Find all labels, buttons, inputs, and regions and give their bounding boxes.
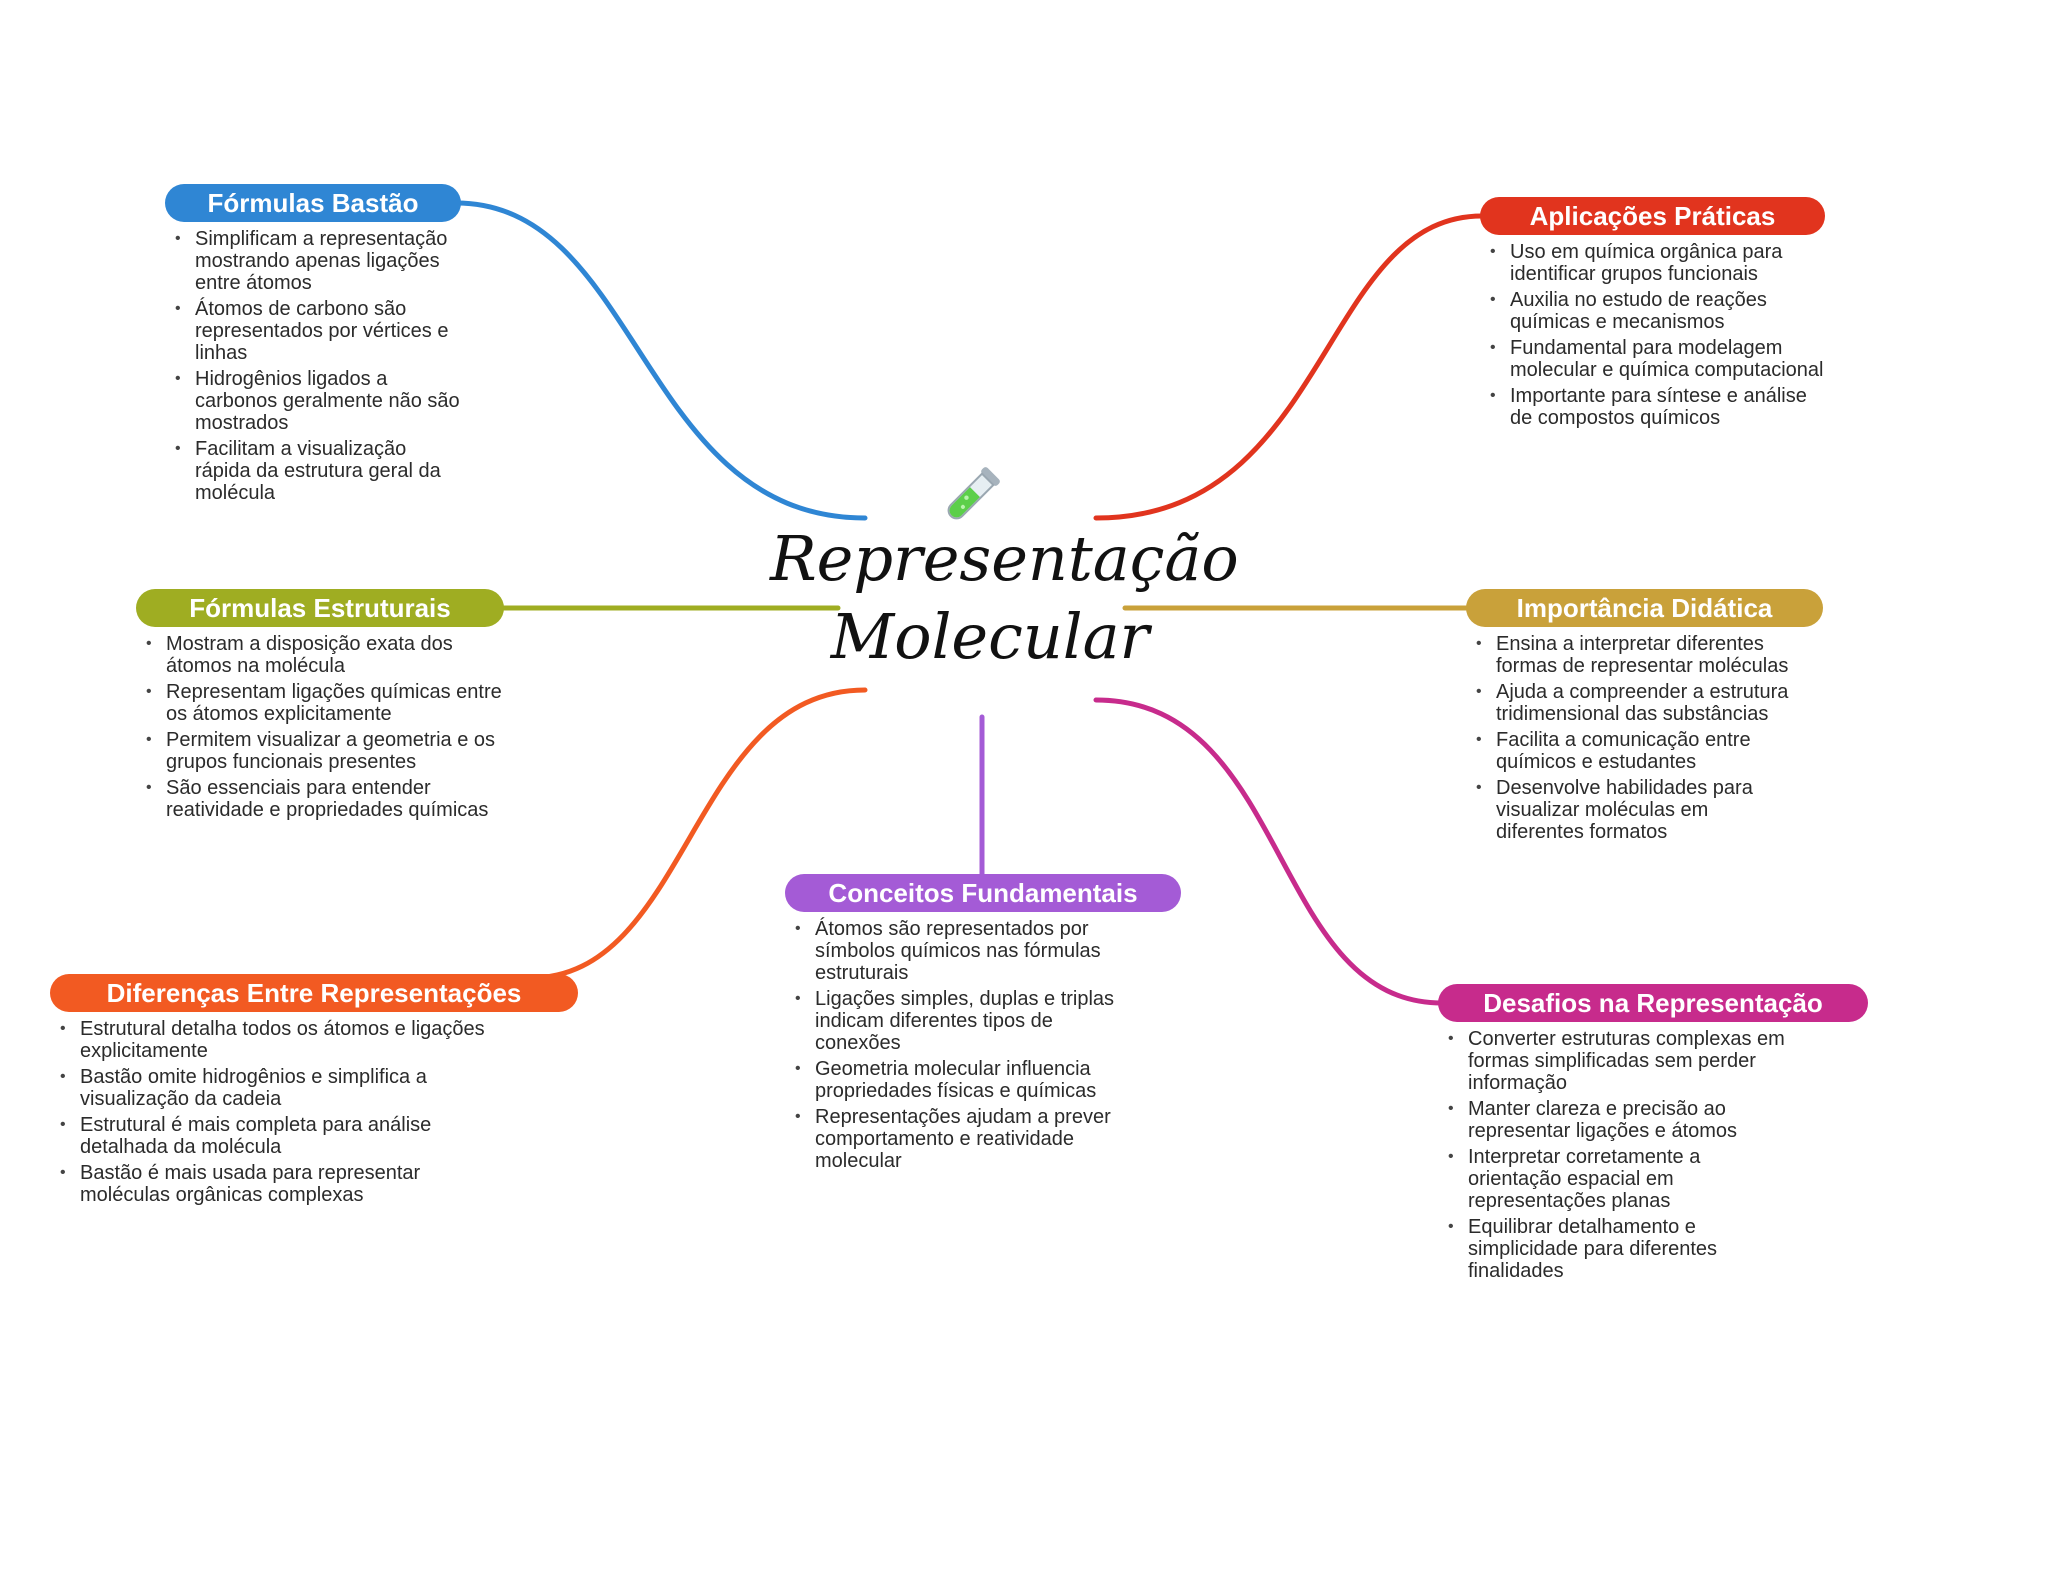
list-item: Bastão omite hidrogênios e simplifica a … [56, 1066, 496, 1110]
diferencas-list: Estrutural detalha todos os átomos e lig… [56, 1018, 496, 1206]
list-item: Desenvolve habilidades para visualizar m… [1472, 777, 1792, 843]
test-tube-icon [935, 462, 1005, 532]
branch-importancia-didatica: Importância Didática Ensina a interpreta… [1466, 589, 1823, 847]
list-item: Fundamental para modelagem molecular e q… [1486, 337, 1825, 381]
branch-formulas-bastao: Fórmulas Bastão Simplificam a representa… [165, 184, 461, 508]
desafios-list: Converter estruturas complexas em formas… [1444, 1028, 1794, 1282]
branch-desafios: Desafios na Representação Converter estr… [1438, 984, 1868, 1286]
list-item: Simplificam a representação mostrando ap… [171, 228, 461, 294]
list-item: Estrutural detalha todos os átomos e lig… [56, 1018, 496, 1062]
central-topic-line-2: Molecular [830, 600, 1150, 673]
node-formulas-bastao[interactable]: Fórmulas Bastão [165, 184, 461, 222]
list-item: Representam ligações químicas entre os á… [142, 681, 504, 725]
central-topic-line-1: Representação [770, 522, 1239, 595]
conceitos-list: Átomos são representados por símbolos qu… [791, 918, 1136, 1172]
list-item: Auxilia no estudo de reações químicas e … [1486, 289, 1825, 333]
node-importancia-didatica[interactable]: Importância Didática [1466, 589, 1823, 627]
list-item: Mostram a disposição exata dos átomos na… [142, 633, 504, 677]
list-item: São essenciais para entender reatividade… [142, 777, 504, 821]
central-topic: Representação Molecular [770, 520, 1239, 690]
list-item: Permitem visualizar a geometria e os gru… [142, 729, 504, 773]
list-item: Ensina a interpretar diferentes formas d… [1472, 633, 1792, 677]
list-item: Ajuda a compreender a estrutura tridimen… [1472, 681, 1792, 725]
importancia-didatica-list: Ensina a interpretar diferentes formas d… [1472, 633, 1792, 843]
list-item: Facilitam a visualização rápida da estru… [171, 438, 461, 504]
branch-aplicacoes-praticas: Aplicações Práticas Uso em química orgân… [1480, 197, 1825, 433]
list-item: Representações ajudam a prever comportam… [791, 1106, 1136, 1172]
node-diferencas[interactable]: Diferenças Entre Representações [50, 974, 578, 1012]
formulas-bastao-list: Simplificam a representação mostrando ap… [171, 228, 461, 504]
connector-desafios [1093, 697, 1445, 1006]
list-item: Átomos são representados por símbolos qu… [791, 918, 1136, 984]
branch-diferencas: Diferenças Entre Representações Estrutur… [50, 974, 578, 1210]
list-item: Estrutural é mais completa para análise … [56, 1114, 496, 1158]
node-conceitos[interactable]: Conceitos Fundamentais [785, 874, 1181, 912]
node-desafios[interactable]: Desafios na Representação [1438, 984, 1868, 1022]
branch-formulas-estruturais: Fórmulas Estruturais Mostram a disposiçã… [136, 589, 504, 825]
branch-conceitos: Conceitos Fundamentais Átomos são repres… [785, 874, 1181, 1176]
list-item: Importante para síntese e análise de com… [1486, 385, 1825, 429]
node-formulas-estruturais[interactable]: Fórmulas Estruturais [136, 589, 504, 627]
node-aplicacoes-praticas[interactable]: Aplicações Práticas [1480, 197, 1825, 235]
formulas-estruturais-list: Mostram a disposição exata dos átomos na… [142, 633, 504, 821]
list-item: Átomos de carbono são representados por … [171, 298, 461, 364]
list-item: Equilibrar detalhamento e simplicidade p… [1444, 1216, 1794, 1282]
connector-formulas-bastao [453, 200, 868, 521]
list-item: Interpretar corretamente a orientação es… [1444, 1146, 1794, 1212]
list-item: Facilita a comunicação entre químicos e … [1472, 729, 1792, 773]
list-item: Geometria molecular influencia proprieda… [791, 1058, 1136, 1102]
list-item: Bastão é mais usada para representar mol… [56, 1162, 496, 1206]
list-item: Ligações simples, duplas e triplas indic… [791, 988, 1136, 1054]
aplicacoes-praticas-list: Uso em química orgânica para identificar… [1486, 241, 1825, 429]
list-item: Manter clareza e precisão ao representar… [1444, 1098, 1794, 1142]
list-item: Hidrogênios ligados a carbonos geralment… [171, 368, 461, 434]
connector-aplicacoes-praticas [1093, 213, 1485, 521]
list-item: Uso em química orgânica para identificar… [1486, 241, 1825, 285]
list-item: Converter estruturas complexas em formas… [1444, 1028, 1794, 1094]
connector-diferencas [527, 687, 868, 981]
